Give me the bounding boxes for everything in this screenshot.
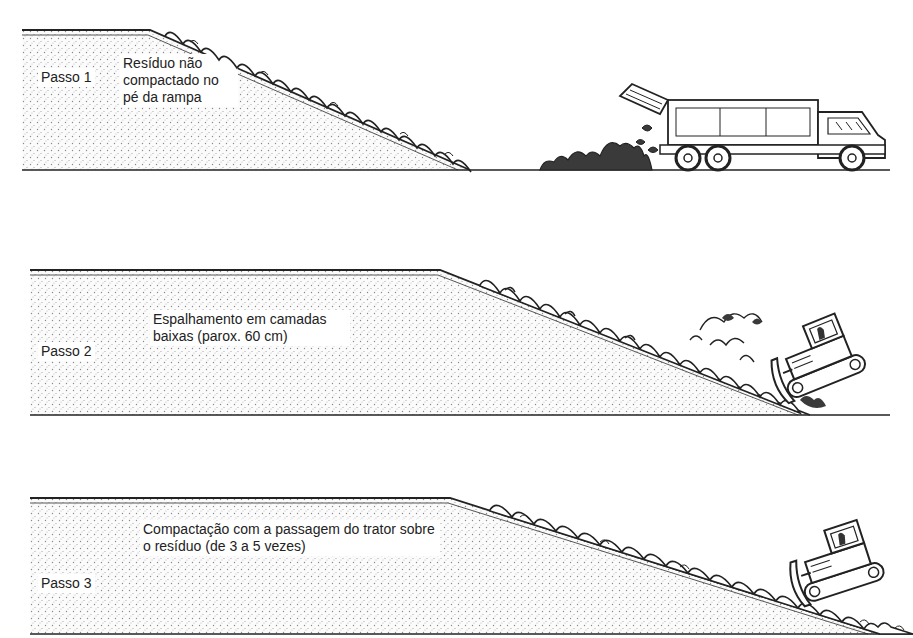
step-label: Passo 2	[38, 342, 95, 361]
embankment-shape	[30, 498, 882, 634]
step-description: Compactação com a passagem do trator sob…	[140, 520, 440, 556]
embankment-edge	[22, 30, 470, 170]
waste-pile	[540, 143, 652, 170]
landfill-embankment: Passo 2 Espalhamento em camadas baixas (p…	[30, 270, 812, 415]
dump-truck	[620, 84, 885, 170]
bulldozer	[780, 517, 887, 608]
embankment-shape	[30, 270, 812, 415]
embankment-shape	[22, 30, 472, 170]
bulldozer	[759, 310, 868, 405]
embankment-fill	[30, 498, 880, 634]
embankment-edge	[30, 270, 810, 415]
landfill-embankment: Passo 3 Compactação com a passagem do tra…	[30, 498, 882, 634]
embankment-edge	[30, 503, 868, 634]
embankment-fill	[22, 30, 470, 170]
embankment-edge	[22, 35, 458, 170]
step-label: Passo 3	[38, 574, 95, 593]
embankment-fill	[30, 270, 810, 415]
embankment-edge	[30, 498, 880, 634]
waste-falling	[636, 125, 658, 153]
step-description: Resíduo não compactado no pé da rampa	[120, 54, 238, 107]
step-label: Passo 1	[38, 68, 95, 87]
step-description: Espalhamento em camadas baixas (parox. 6…	[150, 310, 350, 346]
landfill-embankment: Passo 1 Resíduo não compactado no pé da r…	[22, 30, 472, 170]
embankment-edge	[30, 275, 798, 415]
